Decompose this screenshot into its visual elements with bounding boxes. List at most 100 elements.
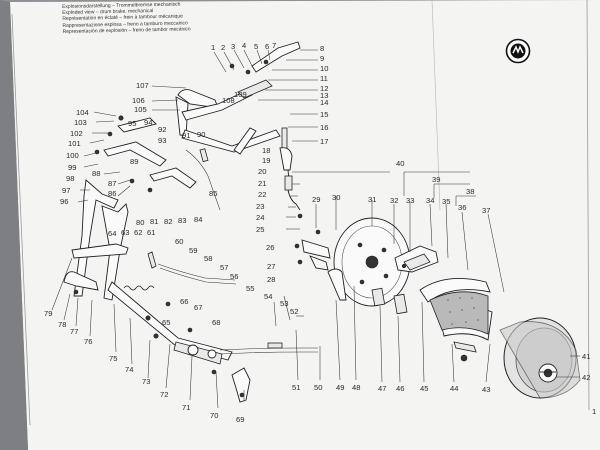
callout-1: 1: [211, 43, 215, 52]
callout-97: 97: [62, 186, 70, 195]
callout-26: 26: [266, 243, 274, 252]
callout-45: 45: [420, 384, 428, 393]
callout-2: 2: [221, 43, 225, 52]
drum-brake-assembly: [294, 213, 439, 315]
callout-9: 9: [320, 54, 324, 63]
callout-91: 91: [182, 131, 190, 140]
callout-17: 17: [320, 137, 328, 146]
callout-11: 11: [320, 74, 328, 83]
callout-46: 46: [396, 384, 404, 393]
callout-81: 81: [150, 217, 158, 226]
callout-52: 52: [290, 307, 298, 316]
callout-66: 66: [180, 297, 188, 306]
callout-69: 69: [236, 415, 244, 424]
callout-21: 21: [258, 179, 266, 188]
callout-85: 85: [209, 189, 217, 198]
callout-90: 90: [197, 130, 205, 139]
callout-104: 104: [76, 108, 89, 117]
callout-35: 35: [442, 197, 450, 206]
leader-lines: [51, 49, 580, 409]
callout-55: 55: [246, 284, 254, 293]
callout-74: 74: [125, 365, 133, 374]
callout-58: 58: [204, 254, 212, 263]
callout-73: 73: [142, 377, 150, 386]
callout-4: 4: [242, 41, 246, 50]
callout-labels: 1 2 3 4 5 6 7 8 9 10 11 12 13 14 15 16 1…: [44, 41, 596, 424]
callout-3: 3: [231, 42, 235, 51]
callout-54: 54: [264, 292, 272, 301]
callout-59: 59: [189, 246, 197, 255]
callout-7: 7: [272, 41, 276, 50]
callout-38: 38: [466, 187, 474, 196]
callout-101: 101: [68, 139, 81, 148]
callout-64: 64: [108, 229, 116, 238]
callout-13: 13: [320, 91, 328, 100]
callout-15: 15: [320, 110, 328, 119]
brake-pedal-assembly: [63, 179, 251, 403]
callout-72: 72: [160, 390, 168, 399]
callout-31: 31: [368, 195, 376, 204]
callout-107: 107: [136, 81, 149, 90]
callout-41: 41: [582, 352, 590, 361]
callout-63: 63: [121, 228, 129, 237]
callout-109: 109: [234, 90, 247, 99]
brake-drum: [499, 317, 581, 399]
callout-12: 12: [320, 84, 328, 93]
callout-37: 37: [482, 206, 490, 215]
callout-36: 36: [458, 203, 466, 212]
callout-47: 47: [378, 384, 386, 393]
callout-24: 24: [256, 213, 264, 222]
callout-19: 19: [262, 156, 270, 165]
callout-95: 95: [128, 119, 136, 128]
callout-14: 14: [320, 98, 328, 107]
callout-94: 94: [144, 118, 152, 127]
callout-33: 33: [406, 196, 414, 205]
callout-50: 50: [314, 383, 322, 392]
callout-43: 43: [482, 385, 490, 394]
callout-32: 32: [390, 196, 398, 205]
callout-102: 102: [70, 129, 83, 138]
callout-77: 77: [70, 327, 78, 336]
callout-78: 78: [58, 320, 66, 329]
callout-99: 99: [68, 163, 76, 172]
callout-42: 42: [582, 373, 590, 382]
callout-88: 88: [92, 169, 100, 178]
callout-29: 29: [312, 195, 320, 204]
callout-56: 56: [230, 272, 238, 281]
callout-93: 93: [158, 136, 166, 145]
callout-67: 67: [194, 303, 202, 312]
callout-96: 96: [60, 197, 68, 206]
callout-39: 39: [432, 175, 440, 184]
callout-87: 87: [108, 179, 116, 188]
callout-49: 49: [336, 383, 344, 392]
callout-79: 79: [44, 309, 52, 318]
handbrake-lever-assembly: [94, 41, 301, 211]
brake-shoes: [419, 277, 493, 362]
callout-83: 83: [178, 216, 186, 225]
callout-28: 28: [267, 275, 275, 284]
callout-34: 34: [426, 196, 434, 205]
callout-75: 75: [109, 354, 117, 363]
callout-20: 20: [258, 167, 266, 176]
callout-100: 100: [66, 151, 79, 160]
callout-53: 53: [280, 299, 288, 308]
callout-70: 70: [210, 411, 218, 420]
callout-57: 57: [220, 263, 228, 272]
callout-71: 71: [182, 403, 190, 412]
callout-40: 40: [396, 159, 404, 168]
callout-84: 84: [194, 215, 202, 224]
callout-76: 76: [84, 337, 92, 346]
callout-106: 106: [132, 96, 145, 105]
callout-44: 44: [450, 384, 458, 393]
callout-60: 60: [175, 237, 183, 246]
brake-cables: [123, 149, 318, 355]
callout-62: 62: [134, 228, 142, 237]
callout-30: 30: [332, 193, 340, 202]
brand-emblem-icon: [505, 38, 531, 64]
callout-98: 98: [66, 174, 74, 183]
callout-105: 105: [134, 105, 147, 114]
callout-80: 80: [136, 218, 144, 227]
callout-18: 18: [262, 146, 270, 155]
